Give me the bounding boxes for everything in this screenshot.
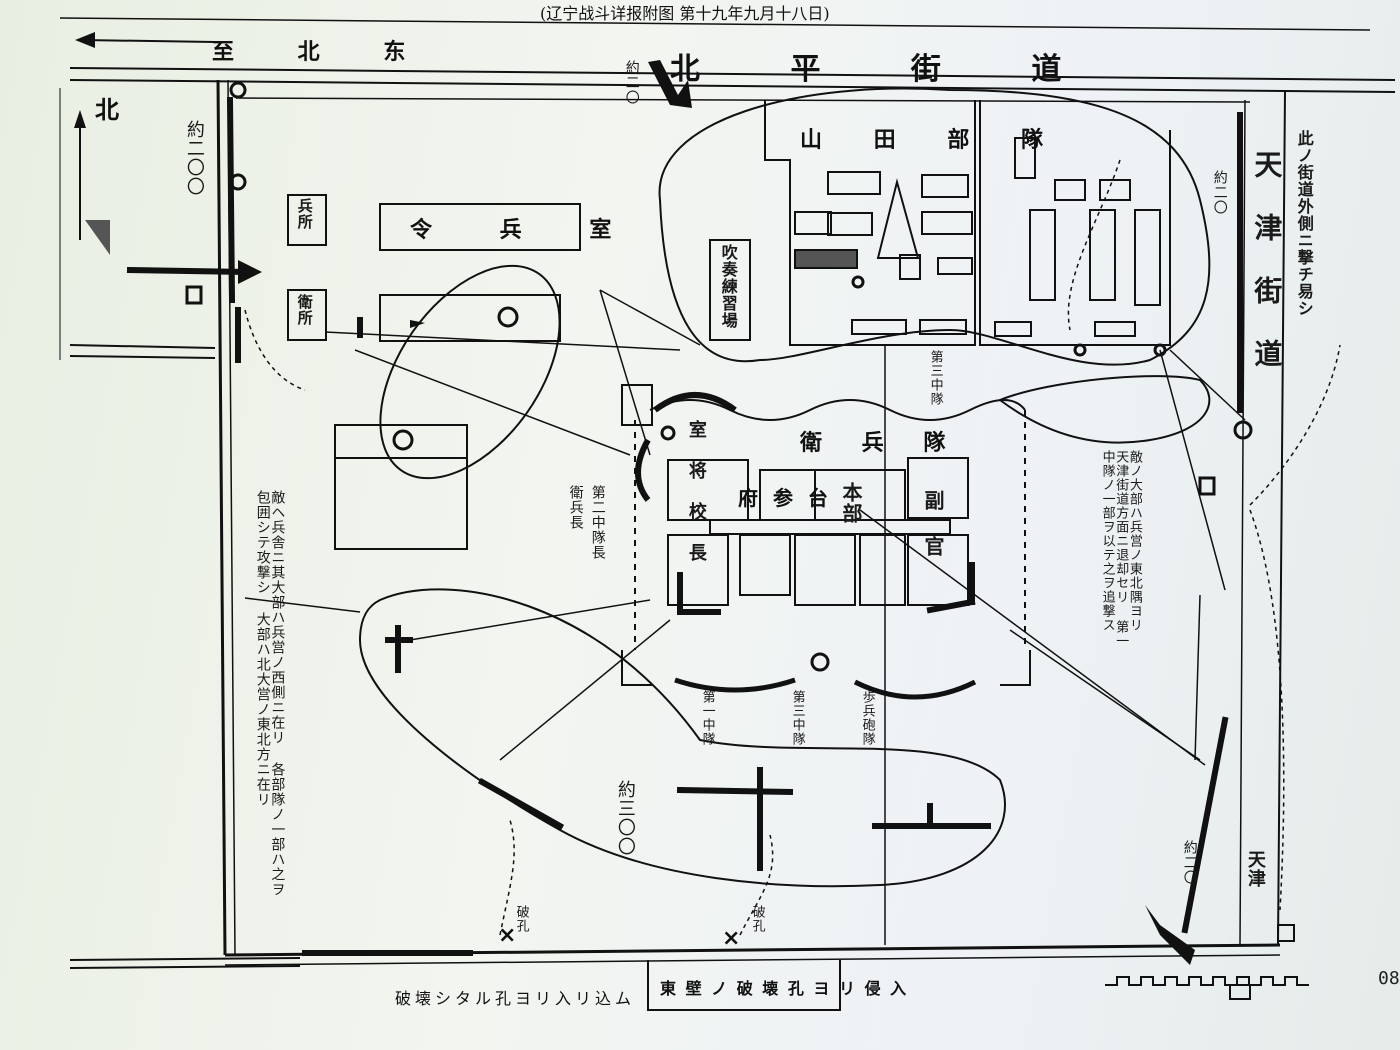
right-column-note: 敵ノ大部ハ兵営ノ東北隅ヨリ 天津街道方面ニ退却セリ 第一中隊ノ一部ヲ以テ之ヲ追撃… — [1099, 450, 1142, 648]
north-avenue-label: 北 平 街 道 — [670, 52, 1102, 87]
guard-post-label-2: 衛所 — [295, 294, 314, 326]
distance-label-bottom: 約二〇 — [1181, 840, 1198, 885]
bottom-right-label: 天津 — [1244, 850, 1266, 888]
barracks-label: 令 兵 室 — [410, 217, 642, 243]
map-linework: × × — [59, 17, 1396, 1011]
svg-text:×: × — [498, 923, 516, 948]
hole-label-left: 破孔 — [513, 905, 529, 933]
yamada-hq-label: 山 田 部 隊 — [800, 127, 1065, 153]
left-column-note: 敵ヘ兵舎ニ其大部ハ兵営ノ西側ニ在リ 各部隊ノ一部ハ之ヲ包囲シテ攻撃シ 大部ハ北大… — [254, 490, 286, 897]
bottom-box-label: 東 壁 ノ 破 壊 孔 ヨ リ 侵 入 — [660, 979, 909, 998]
center-note-3: 第三中隊 — [927, 350, 943, 406]
officers-hall-label: 室 将 校 長 — [685, 420, 707, 562]
svg-text:×: × — [722, 926, 740, 951]
hole-label-mid: 破孔 — [749, 905, 765, 933]
commander-office-label: 府 参 台 — [738, 486, 832, 510]
distance-label-left: 約二〇〇 — [183, 120, 205, 196]
north-arrow-label: 北 — [95, 95, 119, 124]
center-note-2: 衛兵長 — [567, 485, 584, 530]
guard-post-label-1: 兵所 — [295, 198, 314, 230]
gym-hall-label: 吹奏練習場 — [718, 244, 738, 329]
distance-label-center: 約三〇〇 — [614, 780, 636, 856]
secretary-label: 副 官 — [921, 490, 945, 557]
distance-label-right: 約二〇 — [1211, 170, 1228, 215]
tianjin-avenue-label: 天 津 街 道 — [1250, 150, 1284, 368]
tianjin-side-note: 此ノ街道外側ニ撃チ易シ — [1294, 130, 1314, 317]
center-note-1: 第二中隊長 — [589, 485, 606, 560]
north-direction-label: 至 北 东 — [212, 39, 434, 65]
bottom-gate-note: 破壊シタル孔ヨリ入リ込ム — [395, 989, 636, 1008]
distance-label-top: 約二〇 — [623, 60, 640, 105]
lower-note-1: 第一中隊 — [699, 690, 715, 746]
lower-note-2: 第三中隊 — [789, 690, 805, 746]
lower-note-3: 歩兵砲隊 — [859, 690, 875, 746]
header-note: (辽宁战斗详报附图 第十九年九月十八日) — [540, 4, 830, 23]
page-number: 08 — [1378, 968, 1400, 989]
main-office-label: 本部 — [839, 482, 863, 524]
guard-unit-label: 衛 兵 隊 — [800, 430, 962, 456]
